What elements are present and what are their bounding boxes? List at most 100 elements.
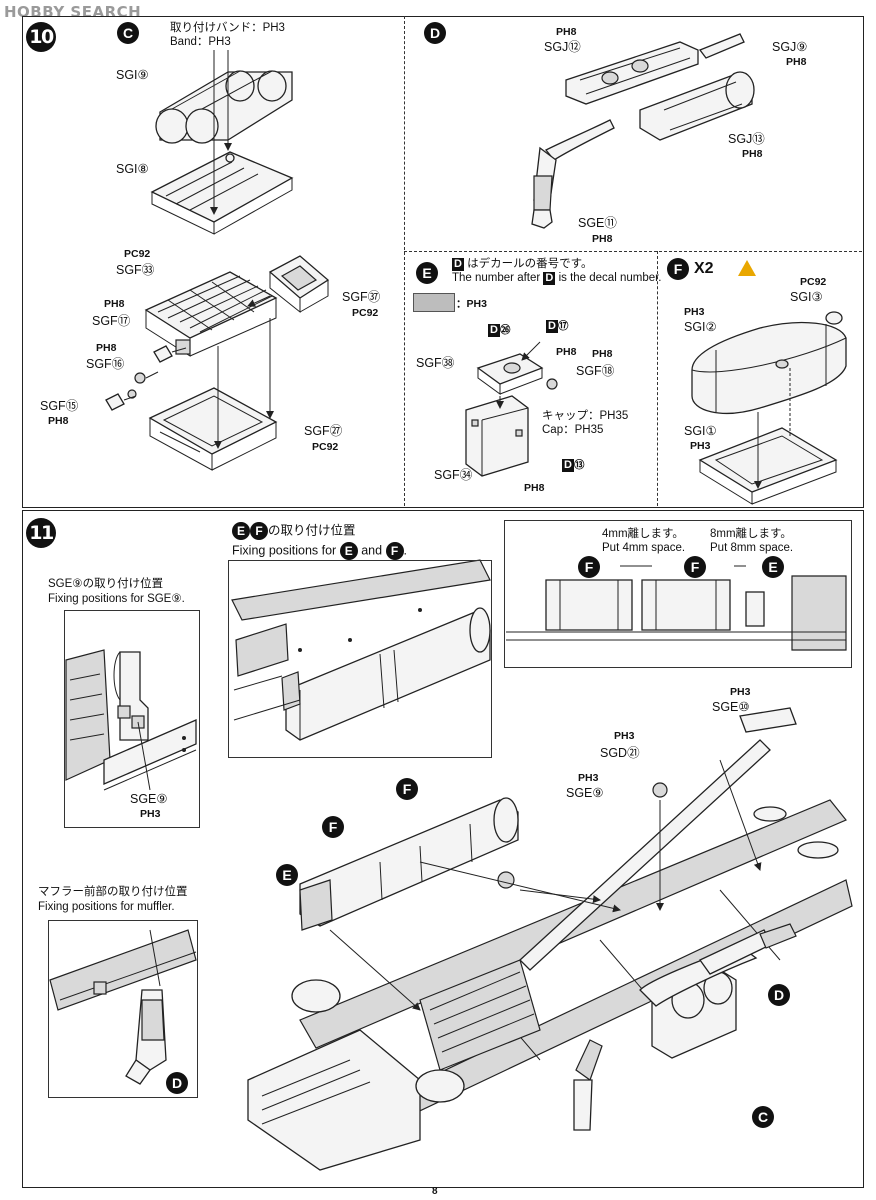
cap-label-ja: キャップ：PH35 — [542, 410, 629, 422]
main-part-sgd21: SGD㉑ — [600, 746, 640, 760]
code-ph8-b: PH8 — [96, 342, 117, 354]
part-sgi2: SGI② — [684, 320, 717, 334]
divider-v2 — [657, 251, 658, 506]
swatch-code: ：PH3 — [456, 298, 487, 310]
muffler-title-en: Fixing positions for muffler. — [38, 901, 175, 913]
space4-en: Put 4mm space. — [602, 542, 686, 554]
main-code-sge9: PH3 — [578, 772, 599, 784]
main-marker-f2: F — [322, 816, 344, 838]
sge9-detail-art — [65, 649, 197, 791]
sge9-part-label: SGE⑨ — [130, 792, 168, 806]
ef-title-en-e: E — [339, 542, 358, 560]
part-sgf15: SGF⑮ — [40, 399, 79, 413]
color-swatch — [413, 293, 455, 312]
battery-cover — [268, 255, 330, 314]
main-marker-c: C — [752, 1106, 774, 1128]
decal-num-13: ⑬ — [573, 459, 585, 471]
decal-num-17: ⑰ — [557, 320, 569, 332]
decal-d-26: D — [488, 324, 500, 337]
band-label-ja: 取り付けバンド：PH3 — [170, 22, 285, 34]
ef-title-e: E — [232, 522, 250, 540]
main-marker-e: E — [276, 864, 298, 886]
code-ph8-e1: PH8 — [556, 346, 577, 358]
muffler-detail-marker-d: D — [166, 1072, 188, 1094]
main-marker-f1: F — [396, 778, 418, 800]
code-pc92-a: PC92 — [124, 248, 151, 260]
muffler-detail-art — [49, 929, 197, 1085]
sge9-title-en: Fixing positions for SGE⑨. — [48, 593, 185, 605]
part-sgj9: SGJ⑨ — [772, 40, 808, 54]
decal-d-17: D — [546, 320, 558, 333]
code-ph8-c: PH8 — [48, 415, 69, 427]
ef-title-f: F — [250, 522, 268, 540]
divider-v1 — [404, 16, 405, 506]
code-ph8-d1: PH8 — [556, 26, 577, 38]
cap-label-en: Cap：PH35 — [542, 424, 604, 436]
marker-e: E — [416, 262, 438, 284]
muffler-title-ja: マフラー前部の取り付け位置 — [38, 886, 188, 898]
battery-base — [148, 387, 278, 471]
step-11-badge: 11 — [26, 518, 56, 548]
main-marker-d: D — [768, 984, 790, 1006]
fuel-tank-body — [691, 311, 847, 414]
marker-f: F — [667, 258, 689, 280]
spacing-marker-f2: F — [684, 556, 706, 578]
page-number: 8 — [432, 1186, 438, 1197]
sub-tank — [465, 353, 558, 477]
ef-title-en-f: F — [385, 542, 404, 560]
code-pc92-f: PC92 — [800, 276, 827, 288]
ef-title-en: Fixing positions for E and F. — [232, 542, 407, 560]
quantity-label: X2 — [694, 260, 714, 277]
spacing-marker-f1: F — [578, 556, 600, 578]
main-part-sge10: SGE⑩ — [712, 700, 750, 714]
code-ph3-f1: PH3 — [684, 306, 705, 318]
decal-note-ja-text: はデカールの番号です。 — [467, 258, 593, 270]
part-sgf18: SGF⑱ — [576, 364, 615, 378]
code-ph8-d3: PH8 — [742, 148, 763, 160]
part-sgj12: SGJ⑫ — [544, 40, 581, 54]
decal-letter-box: D — [452, 258, 464, 271]
part-sge11: SGE⑪ — [578, 216, 617, 230]
muffler-detail-panel — [48, 920, 198, 1098]
code-ph8-e3: PH8 — [524, 482, 545, 494]
ef-detail-panel — [228, 560, 492, 758]
ef-title-en-1: Fixing positions for — [232, 543, 337, 558]
divider-h1 — [404, 251, 862, 252]
decal-letter-box-2: D — [543, 272, 556, 285]
step-10-badge: 10 — [26, 22, 56, 52]
battery-tray — [150, 151, 294, 235]
ef-title-en-dot: . — [403, 543, 408, 558]
part-sgf33: SGF㉝ — [116, 263, 155, 277]
sge9-detail-panel — [64, 610, 200, 828]
code-ph8-d2: PH8 — [786, 56, 807, 68]
step10-frame — [22, 16, 864, 508]
muffler-body — [639, 71, 755, 141]
code-ph8-e2: PH8 — [592, 348, 613, 360]
decal-num-26: ㉖ — [499, 324, 511, 336]
code-ph8-a: PH8 — [104, 298, 125, 310]
spacing-marker-e: E — [762, 556, 784, 578]
space4-ja: 4mm離します。 — [602, 528, 684, 540]
part-sgf34: SGF㉞ — [434, 468, 473, 482]
warning-triangle-icon — [738, 260, 756, 276]
muffler-bracket — [565, 41, 699, 105]
decal-note-en: The number after D is the decal number. — [452, 272, 662, 285]
decal-note-ja: D はデカールの番号です。 — [452, 258, 593, 271]
chassis-main — [247, 707, 853, 1171]
decal-note-en-2: is the decal number. — [558, 272, 662, 284]
part-sgf37: SGF㊲ — [342, 290, 381, 304]
main-code-sge10: PH3 — [730, 686, 751, 698]
part-sgi8: SGI⑧ — [116, 162, 149, 176]
fuel-tank-tray — [698, 427, 838, 505]
decal-d-13: D — [562, 459, 574, 472]
code-ph8-d4: PH8 — [592, 233, 613, 245]
code-ph3-f2: PH3 — [690, 440, 711, 452]
main-code-sgd21: PH3 — [614, 730, 635, 742]
part-sgf16: SGF⑯ — [86, 357, 125, 371]
ef-detail-art — [231, 559, 491, 741]
